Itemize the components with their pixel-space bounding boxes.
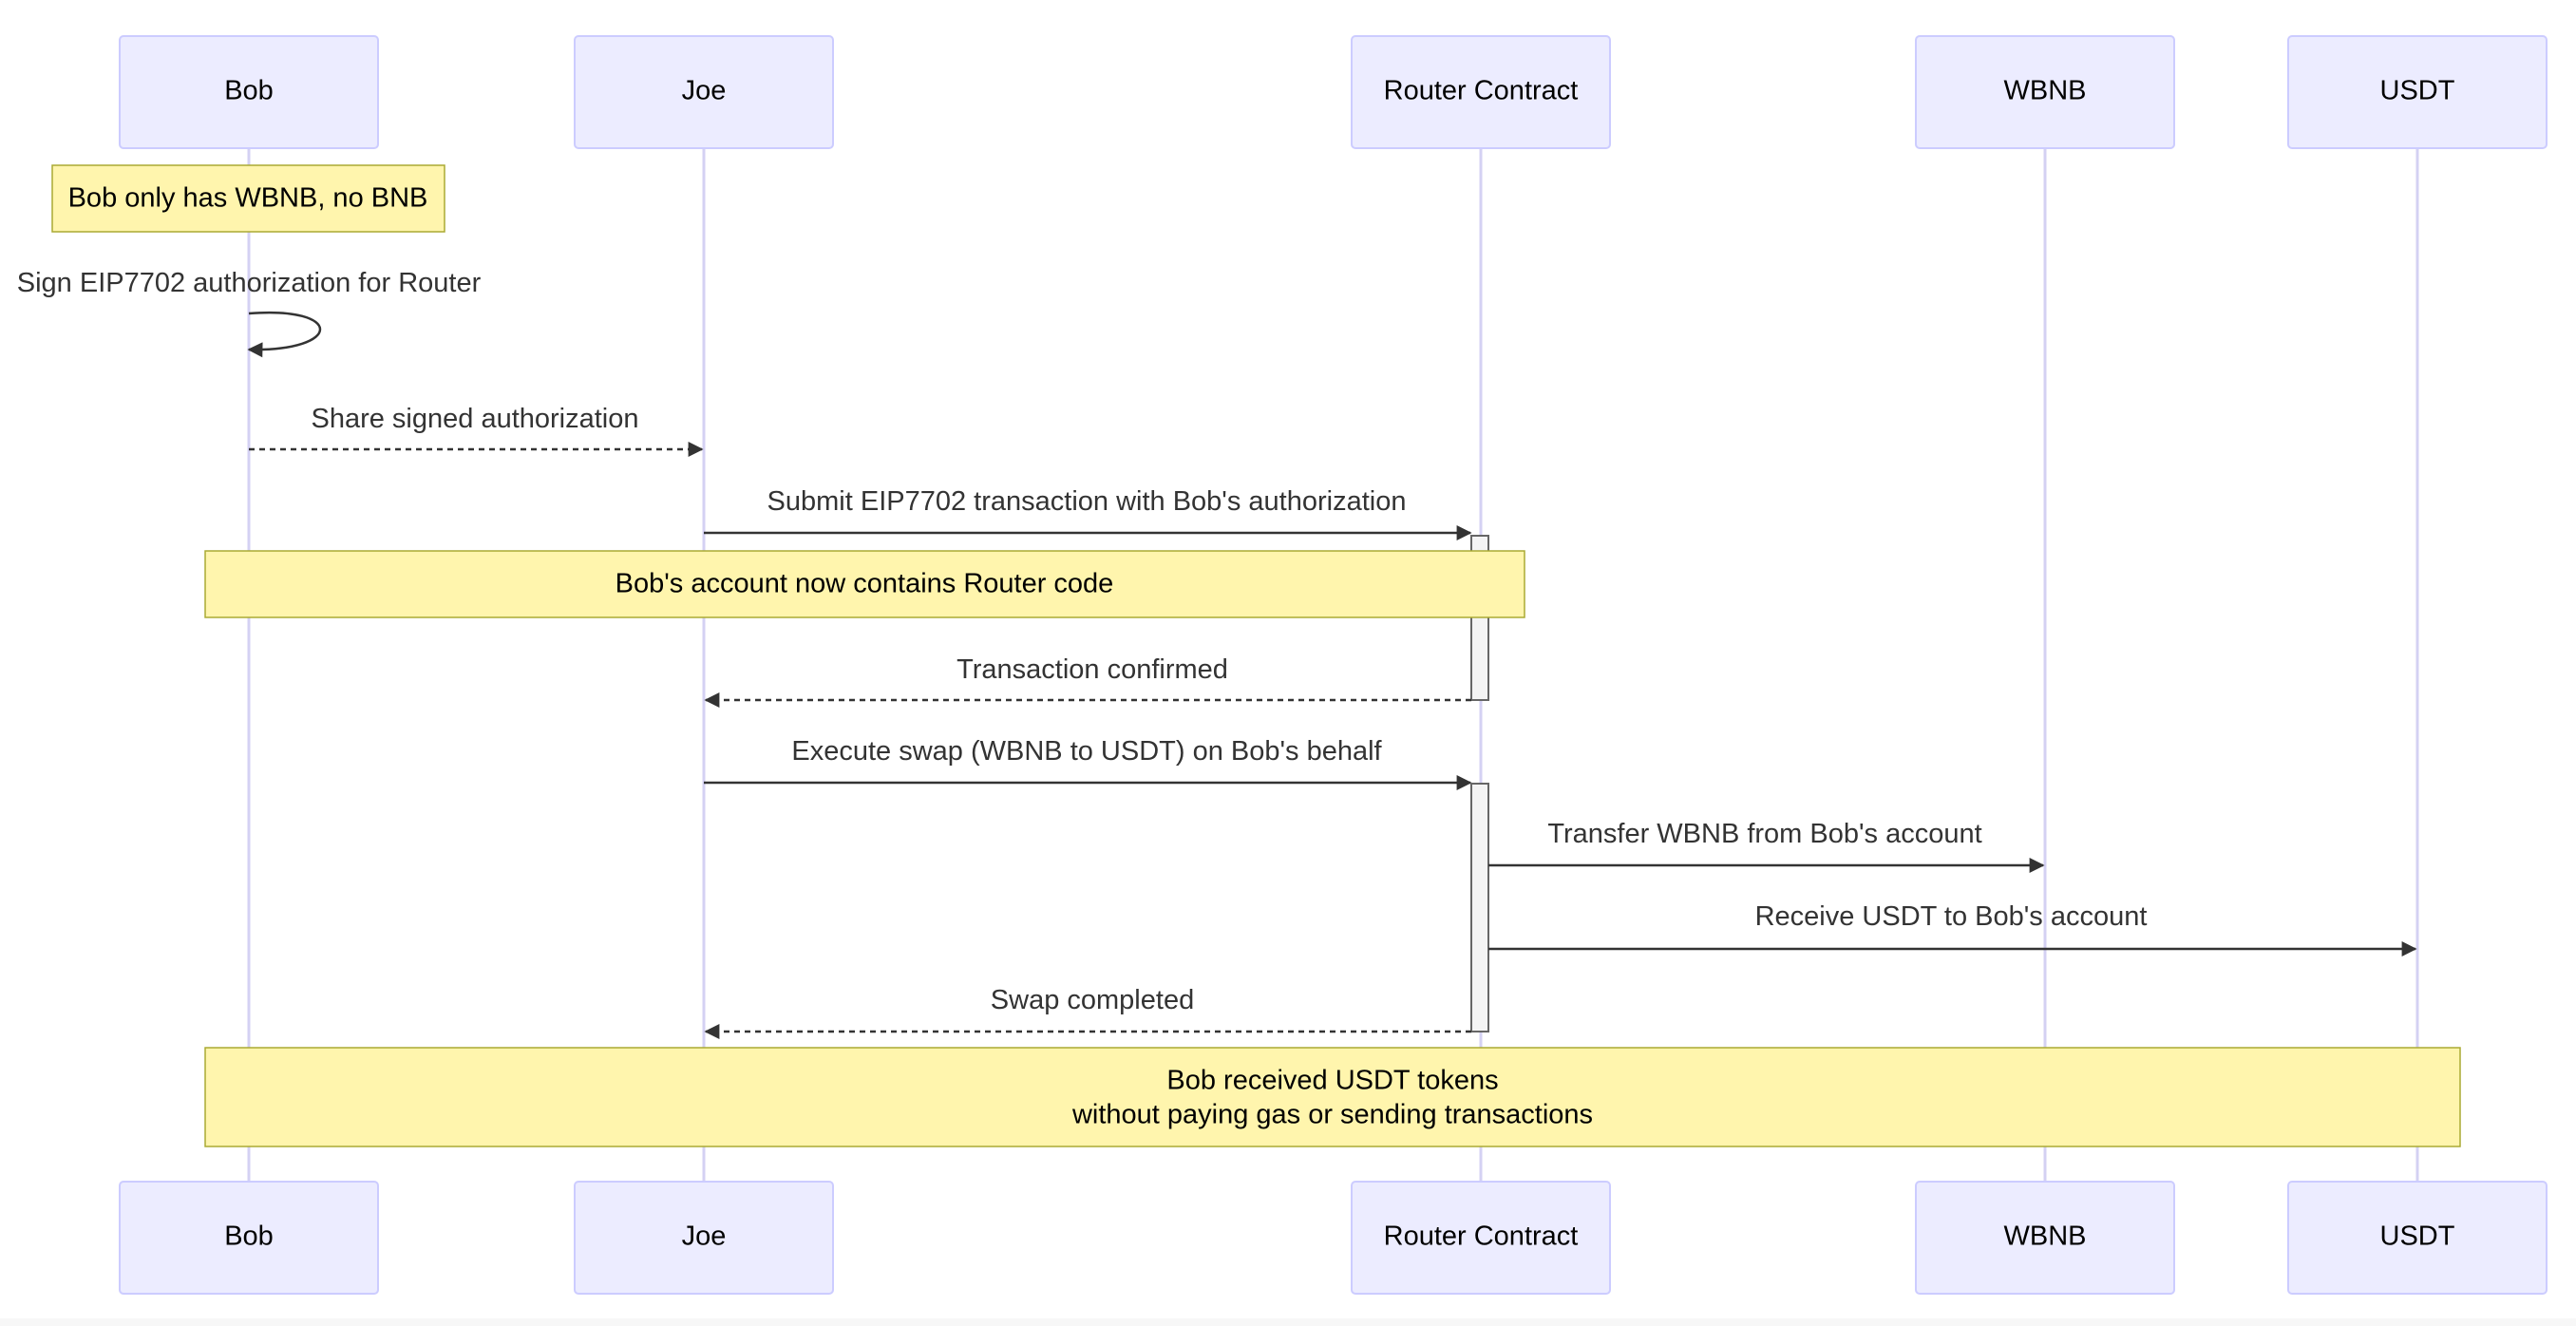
bottom-edge (0, 1318, 2576, 1326)
activation-router-2 (1470, 783, 1489, 1032)
message-transfer-wbnb: Transfer WBNB from Bob's account (1488, 819, 2045, 873)
note-account-contains-router: Bob's account now contains Router code (204, 550, 1525, 618)
message-label: Share signed authorization (311, 404, 638, 434)
note-bob-only-wbnb: Bob only has WBNB, no BNB (51, 164, 445, 233)
message-share-authorization: Share signed authorization (249, 404, 704, 457)
participant-joe-top: Joe (574, 35, 834, 149)
message-transaction-confirmed: Transaction confirmed (704, 654, 1471, 708)
participant-label: USDT (2380, 1222, 2455, 1252)
message-label: Sign EIP7702 authorization for Router (17, 268, 482, 298)
participant-label: Bob (224, 1222, 274, 1252)
participant-usdt-top: USDT (2287, 35, 2548, 149)
message-label: Execute swap (WBNB to USDT) on Bob's beh… (791, 736, 1382, 767)
message-receive-usdt: Receive USDT to Bob's account (1488, 901, 2417, 957)
message-label: Transaction confirmed (957, 654, 1228, 685)
note-text: Bob only has WBNB, no BNB (68, 183, 428, 214)
note-bob-received-usdt: Bob received USDT tokens without paying … (204, 1047, 2461, 1147)
message-label: Receive USDT to Bob's account (1755, 901, 2148, 932)
participant-label: WBNB (2004, 1222, 2087, 1252)
participant-label: WBNB (2004, 76, 2087, 106)
participant-bob-top: Bob (119, 35, 379, 149)
participant-bob-bottom: Bob (119, 1181, 379, 1295)
message-label: Transfer WBNB from Bob's account (1547, 819, 1981, 849)
message-swap-completed: Swap completed (704, 985, 1471, 1039)
participant-label: Router Contract (1384, 1222, 1579, 1252)
note-text: Bob's account now contains Router code (616, 569, 1114, 599)
participant-label: Bob (224, 76, 274, 106)
participant-wbnb-top: WBNB (1915, 35, 2175, 149)
note-text-line-1: Bob received USDT tokens (1166, 1066, 1498, 1096)
participant-router-top: Router Contract (1351, 35, 1611, 149)
note-text-line-2: without paying gas or sending transactio… (1071, 1100, 1593, 1130)
participant-usdt-bottom: USDT (2287, 1181, 2548, 1295)
participant-label: Joe (682, 1222, 727, 1252)
participant-wbnb-bottom: WBNB (1915, 1181, 2175, 1295)
message-label: Swap completed (991, 985, 1194, 1015)
participant-router-bottom: Router Contract (1351, 1181, 1611, 1295)
message-label: Submit EIP7702 transaction with Bob's au… (767, 486, 1407, 517)
participant-label: Router Contract (1384, 76, 1579, 106)
participant-joe-bottom: Joe (574, 1181, 834, 1295)
participant-label: Joe (682, 76, 727, 106)
message-sign-authorization: Sign EIP7702 authorization for Router (17, 268, 482, 358)
participant-label: USDT (2380, 76, 2455, 106)
message-submit-transaction: Submit EIP7702 transaction with Bob's au… (704, 486, 1472, 540)
message-execute-swap: Execute swap (WBNB to USDT) on Bob's beh… (704, 736, 1472, 790)
